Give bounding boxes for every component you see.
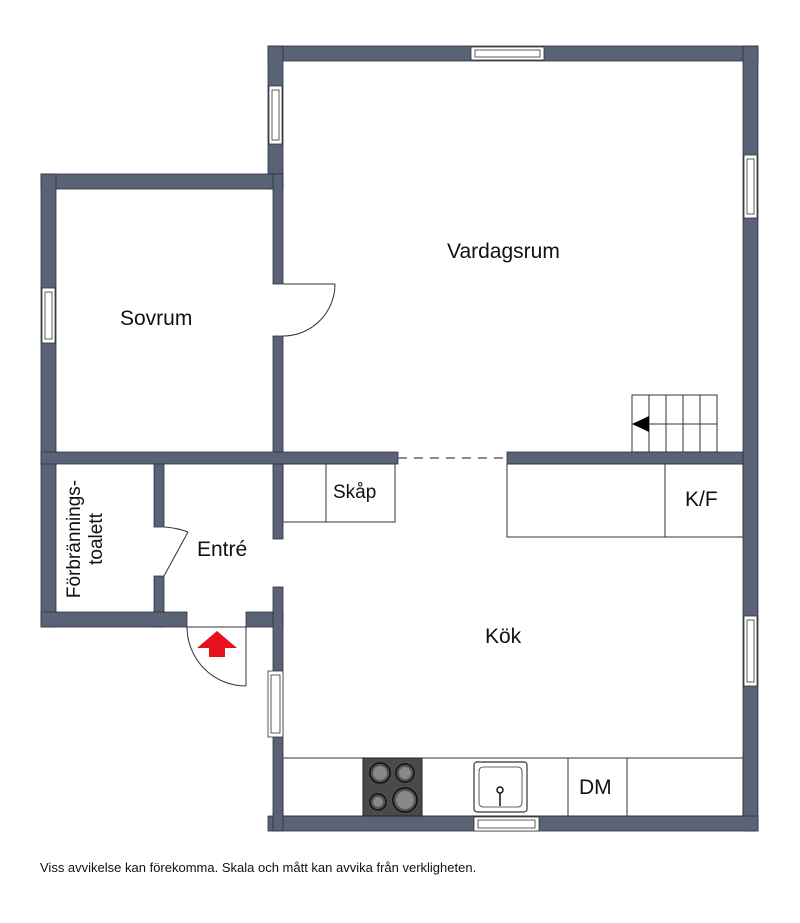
label-kf: K/F xyxy=(685,488,718,511)
walls xyxy=(40,45,759,832)
label-skap: Skåp xyxy=(333,482,377,503)
sink-icon xyxy=(473,761,528,813)
doors xyxy=(163,283,507,687)
room-label-toalett-line2: toalett xyxy=(86,513,107,565)
room-label-sovrum: Sovrum xyxy=(120,307,193,330)
window-icon xyxy=(743,615,758,687)
label-dm: DM xyxy=(579,776,612,799)
window-icon xyxy=(473,816,540,832)
fixtures xyxy=(282,394,744,817)
window-icon xyxy=(268,85,283,145)
room-label-toalett: Förbrännings- toalett xyxy=(64,471,108,607)
room-label-toalett-line1: Förbrännings- xyxy=(64,479,85,599)
door-swing-icon xyxy=(163,526,189,577)
window-icon xyxy=(41,287,56,344)
window-icon xyxy=(470,46,545,61)
window-icon xyxy=(267,670,284,738)
door-swing-icon xyxy=(282,283,336,337)
stove-icon xyxy=(362,757,423,817)
disclaimer-text: Viss avvikelse kan förekomma. Skala och … xyxy=(40,860,477,875)
window-icon xyxy=(743,154,758,219)
counter-kf xyxy=(506,463,744,538)
cabinet xyxy=(282,463,396,523)
room-label-entre: Entré xyxy=(197,538,248,561)
room-label-kok: Kök xyxy=(485,625,522,648)
room-label-vardagsrum: Vardagsrum xyxy=(447,240,560,263)
door-swing-icon xyxy=(186,626,247,687)
stairs-icon xyxy=(631,394,718,453)
entrance-arrow-icon xyxy=(197,631,237,657)
kitchen-counter xyxy=(282,757,744,817)
windows xyxy=(41,46,758,832)
